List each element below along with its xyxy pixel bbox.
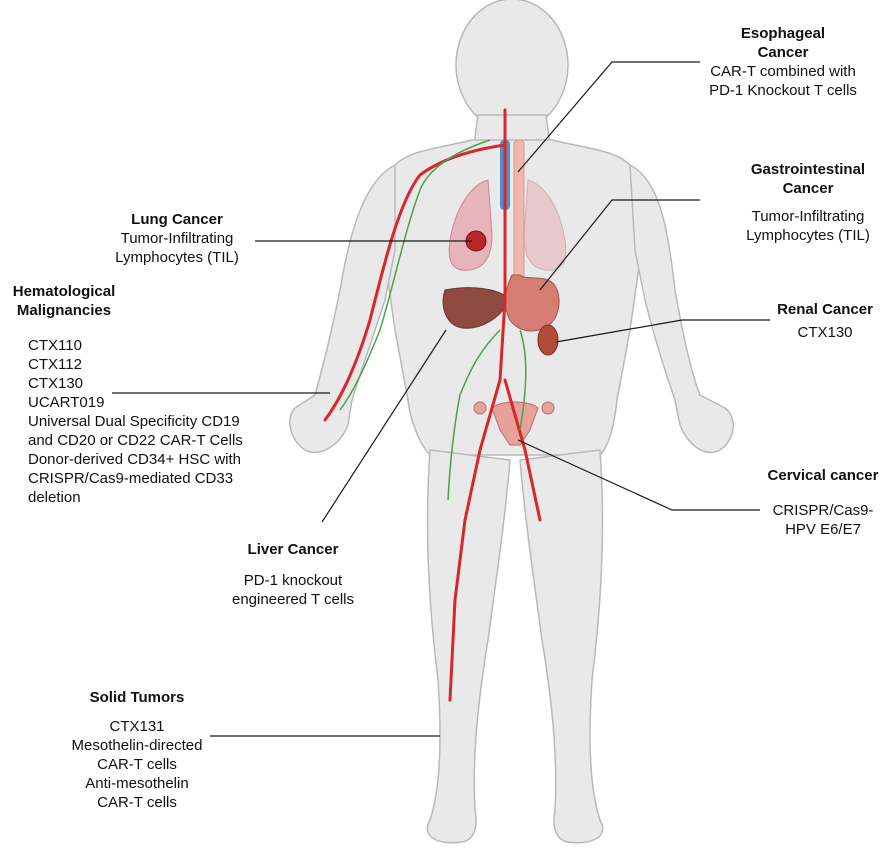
esophageal-body-2: PD-1 Knockout T cells (709, 82, 857, 99)
label-lung: Lung Cancer Tumor-Infiltrating Lymphocyt… (102, 210, 252, 267)
gastrointestinal-body-2: Lymphocytes (TIL) (746, 227, 870, 244)
solid-body-item: CAR-T cells (97, 756, 177, 773)
hematological-body-item: UCART019 (28, 394, 105, 411)
hematological-body-item: CTX112 (28, 356, 82, 373)
cervical-title: Cervical cancer (767, 467, 879, 484)
solid-body-item: CTX131 (109, 718, 165, 735)
hematological-body-item: CRISPR/Cas9-mediated CD33 (28, 470, 234, 487)
hematological-body-item: and CD20 or CD22 CAR-T Cells (28, 432, 243, 449)
hematological-body-item: CTX130 (28, 375, 84, 392)
ovary-left (473, 401, 487, 415)
label-renal: Renal Cancer CTX130 (766, 300, 884, 342)
gastrointestinal-title-2: Cancer (782, 180, 834, 197)
renal-title: Renal Cancer (777, 301, 873, 318)
liver (442, 287, 511, 329)
gastrointestinal-body-1: Tumor-Infiltrating (751, 208, 865, 225)
ovary-right (541, 401, 555, 415)
label-liver: Liver Cancer PD-1 knockout engineered T … (218, 540, 368, 609)
renal-body: CTX130 (797, 324, 853, 341)
label-hematological: Hematological Malignancies CTX110 CTX112… (2, 282, 292, 507)
esophageal-title-2: Cancer (757, 44, 809, 61)
lung-right (523, 179, 567, 271)
solid-body-item: CAR-T cells (97, 794, 177, 811)
esophageal-title-1: Esophageal (740, 25, 826, 42)
arm-right (629, 163, 734, 454)
label-cervical: Cervical cancer CRISPR/Cas9- HPV E6/E7 (760, 466, 886, 539)
esophageal-body-1: CAR-T combined with (710, 63, 856, 80)
hematological-body-item: Universal Dual Specificity CD19 (28, 413, 240, 430)
arteries (323, 108, 542, 702)
solid-body-item: Mesothelin-directed (71, 737, 203, 754)
esophagus (513, 139, 525, 281)
label-esophageal: Esophageal Cancer CAR-T combined with PD… (698, 24, 868, 100)
uterus (491, 401, 539, 446)
solid-title: Solid Tumors (89, 689, 185, 706)
hematological-body-item: Donor-derived CD34+ HSC with (28, 451, 242, 468)
lymph-vessels (339, 139, 527, 501)
cervical-body-1: CRISPR/Cas9- (772, 502, 874, 519)
hematological-title-1: Hematological (12, 283, 116, 300)
lung-body-1: Tumor-Infiltrating (120, 230, 234, 247)
liver-title: Liver Cancer (247, 541, 339, 558)
cervical-body-2: HPV E6/E7 (785, 521, 861, 538)
leader-lines (112, 61, 770, 737)
hematological-title-2: Malignancies (16, 302, 112, 319)
liver-body-2: engineered T cells (231, 591, 355, 608)
lung-title: Lung Cancer (131, 211, 223, 228)
stomach (504, 274, 560, 332)
hematological-body-item: CTX110 (28, 337, 82, 354)
leader-renal (555, 319, 770, 343)
kidney (537, 324, 559, 356)
label-solid: Solid Tumors CTX131 Mesothelin-directed … (62, 688, 212, 812)
lung-body-2: Lymphocytes (TIL) (115, 249, 239, 266)
leader-liver (321, 329, 447, 523)
leader-esophageal (517, 61, 700, 173)
head (455, 0, 569, 132)
leg-left (426, 449, 511, 844)
arm-left (289, 163, 396, 454)
organs (442, 139, 567, 446)
leader-gastrointestinal (539, 199, 700, 291)
label-gastrointestinal: Gastrointestinal Cancer Tumor-Infiltrati… (738, 160, 878, 245)
gastrointestinal-title-1: Gastrointestinal (750, 161, 866, 178)
solid-body-item: Anti-mesothelin (85, 775, 189, 792)
liver-body-1: PD-1 knockout (243, 572, 343, 589)
leader-cervical (517, 439, 760, 511)
leg-right (519, 449, 604, 844)
hematological-body-item: deletion (28, 489, 81, 506)
